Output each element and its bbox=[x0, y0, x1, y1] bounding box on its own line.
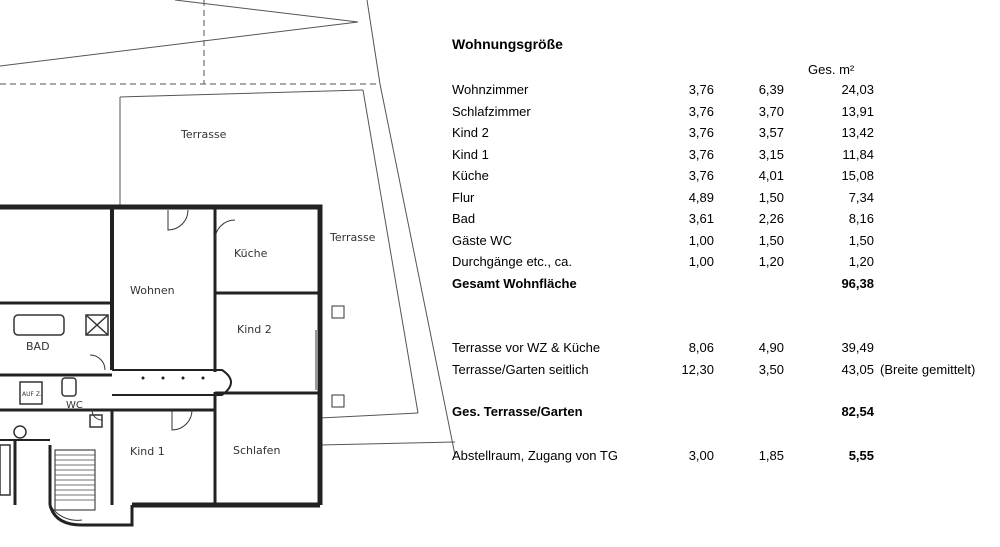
room-length: 3,61 bbox=[688, 211, 714, 226]
room-name: Durchgänge etc., ca. bbox=[452, 254, 572, 269]
room-row: Kind 1 3,76 3,15 11,84 bbox=[452, 147, 997, 165]
room-row: Schlafzimmer 3,76 3,70 13,91 bbox=[452, 104, 997, 122]
room-width: 1,20 bbox=[758, 254, 784, 269]
terrace-length: 12,30 bbox=[681, 362, 714, 377]
room-row: Bad 3,61 2,26 8,16 bbox=[452, 211, 997, 229]
terrace-note: (Breite gemittelt) bbox=[880, 362, 976, 377]
room-row: Kind 2 3,76 3,57 13,42 bbox=[452, 125, 997, 143]
room-length: 3,76 bbox=[688, 103, 714, 119]
room-row: Wohnzimmer 3,76 6,39 24,03 bbox=[452, 82, 997, 100]
room-label-kueche: Küche bbox=[234, 247, 268, 260]
room-width: 4,01 bbox=[758, 168, 784, 183]
room-row: Küche 3,76 4,01 15,08 bbox=[452, 168, 997, 186]
terrace-total-row: Ges. Terrasse/Garten 82,54 bbox=[452, 404, 997, 422]
room-width: 1,50 bbox=[758, 189, 784, 205]
room-width: 2,26 bbox=[758, 211, 784, 226]
terrace-width: 3,50 bbox=[758, 362, 784, 377]
room-label-terrasse-top: Terrasse bbox=[180, 128, 227, 141]
door-swings bbox=[49, 209, 236, 521]
room-length: 1,00 bbox=[688, 232, 714, 248]
room-row: Durchgänge etc., ca. 1,00 1,20 1,20 bbox=[452, 254, 997, 272]
room-label-bad: BAD bbox=[26, 340, 50, 353]
terrace-total-label: Ges. Terrasse/Garten bbox=[452, 404, 583, 419]
terrace-length: 8,06 bbox=[688, 340, 714, 355]
storage-name: Abstellraum, Zugang von TG bbox=[452, 448, 618, 463]
terrace-name: Terrasse/Garten seitlich bbox=[452, 362, 589, 377]
storage-length: 3,00 bbox=[688, 448, 714, 463]
room-label-aufz: AUF Z. bbox=[22, 391, 42, 398]
room-label-kind1: Kind 1 bbox=[130, 445, 165, 458]
property-boundary-lines bbox=[0, 0, 456, 456]
room-name: Wohnzimmer bbox=[452, 82, 529, 97]
room-width: 3,57 bbox=[758, 125, 784, 140]
room-length: 3,76 bbox=[688, 125, 714, 140]
room-name: Küche bbox=[452, 168, 489, 183]
living-area-total-row: Gesamt Wohnfläche 96,38 bbox=[452, 276, 997, 294]
hall-arch bbox=[112, 369, 232, 396]
terrace-area: 39,49 bbox=[841, 340, 874, 355]
room-area: 1,20 bbox=[848, 254, 874, 269]
terrace-area: 43,05 bbox=[841, 362, 874, 377]
stairs bbox=[55, 454, 95, 501]
terrace-total-value: 82,54 bbox=[841, 404, 874, 419]
ceiling-lights bbox=[141, 376, 205, 380]
room-length: 4,89 bbox=[688, 189, 714, 205]
room-width: 1,50 bbox=[758, 232, 784, 248]
room-label-kind2: Kind 2 bbox=[237, 323, 272, 336]
room-width: 6,39 bbox=[758, 82, 784, 97]
room-area: 13,91 bbox=[841, 103, 874, 119]
storage-width: 1,85 bbox=[758, 448, 784, 463]
room-name: Bad bbox=[452, 211, 476, 226]
walls bbox=[0, 204, 323, 508]
table-title: Wohnungsgröße bbox=[452, 36, 563, 52]
room-row: Gäste WC 1,00 1,50 1,50 bbox=[452, 233, 997, 251]
floor-plan: Terrasse Terrasse Küche Wohnen Kind 2 BA… bbox=[0, 0, 456, 527]
room-length: 3,76 bbox=[688, 146, 714, 162]
storage-area: 5,55 bbox=[848, 448, 874, 463]
room-name: Kind 1 bbox=[452, 146, 489, 162]
terrace-name: Terrasse vor WZ & Küche bbox=[452, 340, 601, 355]
room-area: 1,50 bbox=[848, 232, 874, 248]
room-area: 8,16 bbox=[848, 211, 874, 226]
terrace-row: Terrasse/Garten seitlich 12,30 3,50 43,0… bbox=[452, 362, 997, 380]
room-row: Flur 4,89 1,50 7,34 bbox=[452, 190, 997, 208]
room-width: 3,15 bbox=[758, 146, 784, 162]
room-name: Schlafzimmer bbox=[452, 103, 531, 119]
living-total-value: 96,38 bbox=[841, 276, 874, 291]
room-length: 3,76 bbox=[688, 82, 714, 97]
room-length: 1,00 bbox=[688, 254, 714, 269]
room-name: Kind 2 bbox=[452, 125, 489, 140]
terrace-width: 4,90 bbox=[758, 340, 784, 355]
room-area: 7,34 bbox=[848, 189, 874, 205]
living-total-label: Gesamt Wohnfläche bbox=[452, 276, 577, 291]
storage-row: Abstellraum, Zugang von TG 3,00 1,85 5,5… bbox=[452, 448, 997, 466]
room-area: 11,84 bbox=[842, 146, 874, 162]
room-area: 15,08 bbox=[841, 168, 874, 183]
unit-header: Ges. m² bbox=[808, 62, 855, 77]
room-label-schlafen: Schlafen bbox=[233, 444, 280, 457]
room-label-terrasse-side: Terrasse bbox=[329, 231, 376, 244]
terrace-row: Terrasse vor WZ & Küche 8,06 4,90 39,49 bbox=[452, 340, 997, 358]
room-name: Gäste WC bbox=[452, 232, 512, 248]
room-area: 13,42 bbox=[841, 125, 874, 140]
room-area: 24,03 bbox=[841, 82, 874, 97]
side-windows bbox=[315, 305, 345, 408]
room-label-wc: WC bbox=[66, 400, 83, 411]
room-label-wohnen: Wohnen bbox=[130, 284, 175, 297]
room-width: 3,70 bbox=[758, 103, 784, 119]
room-name: Flur bbox=[452, 189, 475, 205]
stair-walls bbox=[48, 449, 134, 527]
bath-fixtures bbox=[0, 314, 109, 496]
room-length: 3,76 bbox=[688, 168, 714, 183]
